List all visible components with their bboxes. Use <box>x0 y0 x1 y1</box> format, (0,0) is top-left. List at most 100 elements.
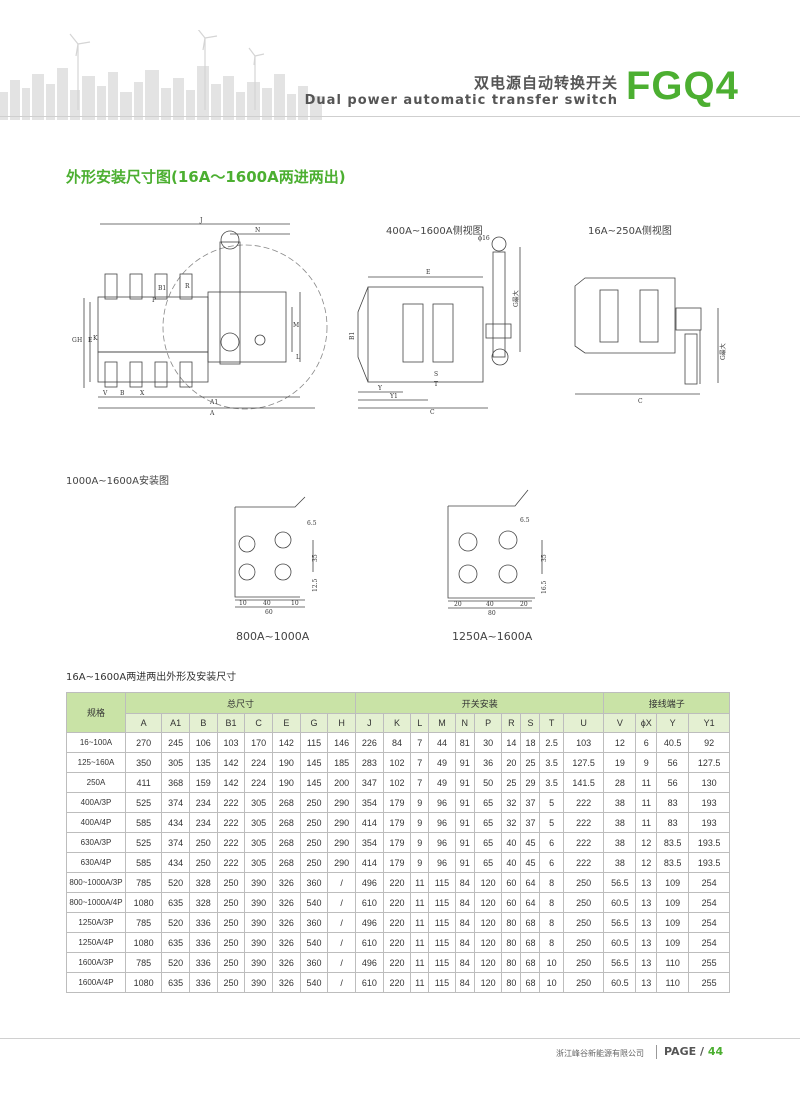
table-column-header: M <box>428 713 456 733</box>
table-cell: 115 <box>428 892 456 913</box>
table-column-header: R <box>501 713 522 733</box>
table-cell: 222 <box>562 832 605 853</box>
table-column-header: Y <box>656 713 690 733</box>
dim-b1-label: B1 <box>158 285 166 292</box>
mount2-pitch-label: 35 <box>541 554 548 562</box>
table-cell: 360 <box>299 912 329 933</box>
table-cell: 2.5 <box>539 732 564 753</box>
table-cell: 13 <box>635 912 658 933</box>
table-group-1: 开关安装 <box>355 692 605 714</box>
table-cell: 103 <box>216 732 246 753</box>
table-cell: 245 <box>161 732 190 753</box>
table-cell: 540 <box>299 932 329 953</box>
table-cell: 179 <box>382 792 412 813</box>
mount2-bottom-c: 20 <box>520 601 528 608</box>
row-spec-cell: 400A/3P <box>66 792 126 813</box>
table-cell: / <box>327 912 357 933</box>
footer-company: 浙江峰谷新能源有限公司 <box>556 1049 644 1058</box>
table-cell: 45 <box>520 852 541 873</box>
side-view-large-drawing: ϕ16 G最大 E B1 S T Y Y1 C <box>349 235 521 416</box>
table-column-header: A <box>124 713 163 733</box>
table-cell: 40 <box>501 852 522 873</box>
dim-r-label: R <box>185 283 190 290</box>
table-cell: 193.5 <box>688 852 730 873</box>
table-cell: 8 <box>539 872 564 893</box>
dim-k-label: K <box>93 335 98 342</box>
table-cell: 354 <box>355 832 384 853</box>
table-cell: 83.5 <box>656 852 690 873</box>
table-cell: 84 <box>454 972 475 993</box>
table-column-header: E <box>272 713 301 733</box>
table-cell: 36 <box>473 752 503 773</box>
table-cell: / <box>327 972 357 993</box>
table-cell: 250 <box>216 952 246 973</box>
mount-drawing-1250-1600a: 6.5 35 16.5 20 40 20 80 <box>447 489 548 617</box>
table-cell: 290 <box>327 792 357 813</box>
table-cell: 115 <box>428 872 456 893</box>
front-view-drawing: J N R B1 P M L H G E K V B X A1 A <box>72 217 328 417</box>
mount-title: 1000A~1600A安装图 <box>66 476 169 487</box>
table-cell: 110 <box>656 952 690 973</box>
row-spec-cell: 125~160A <box>66 752 126 773</box>
table-cell: 411 <box>124 772 163 793</box>
table-cell: 220 <box>382 952 412 973</box>
table-cell: 222 <box>216 812 246 833</box>
table-cell: 268 <box>272 792 301 813</box>
table-cell: 25 <box>501 772 522 793</box>
table-cell: 80 <box>501 972 522 993</box>
table-cell: 109 <box>656 932 690 953</box>
table-cell: 585 <box>124 812 163 833</box>
table-cell: 635 <box>161 892 190 913</box>
row-spec-cell: 630A/3P <box>66 832 126 853</box>
table-cell: 65 <box>473 832 503 853</box>
table-cell: 220 <box>382 972 412 993</box>
table-cell: 14 <box>501 732 522 753</box>
table-cell: 11 <box>410 912 430 933</box>
table-cell: 103 <box>562 732 605 753</box>
table-cell: 179 <box>382 852 412 873</box>
table-cell: 226 <box>355 732 384 753</box>
table-cell: 540 <box>299 972 329 993</box>
table-cell: 96 <box>428 812 456 833</box>
table-cell: 120 <box>473 932 503 953</box>
table-cell: 96 <box>428 832 456 853</box>
table-cell: 38 <box>603 792 637 813</box>
table-cell: 56.5 <box>603 952 637 973</box>
table-cell: 305 <box>161 752 190 773</box>
table-cell: 145 <box>299 772 329 793</box>
row-spec-cell: 1250A/4P <box>66 932 126 953</box>
table-cell: 290 <box>327 812 357 833</box>
row-spec-cell: 400A/4P <box>66 812 126 833</box>
table-cell: 9 <box>635 752 658 773</box>
table-cell: 56.5 <box>603 912 637 933</box>
table-cell: 520 <box>161 952 190 973</box>
city-skyline-graphic <box>0 30 322 120</box>
mount1-pitch-label: 35 <box>312 554 319 562</box>
table-cell: 28 <box>603 772 637 793</box>
table-cell: 350 <box>124 752 163 773</box>
mount1-total: 60 <box>265 609 273 616</box>
table-cell: 10 <box>539 972 564 993</box>
table-group-header-row: 规格 总尺寸开关安装接线端子 <box>66 692 730 733</box>
table-cell: 326 <box>272 912 301 933</box>
table-cell: 434 <box>161 812 190 833</box>
table-cell: 360 <box>299 872 329 893</box>
table-column-header: C <box>244 713 273 733</box>
dim-e-side-label: E <box>426 269 430 276</box>
row-spec-cell: 800~1000A/3P <box>66 872 126 893</box>
table-cell: 135 <box>188 752 218 773</box>
row-spec-cell: 1250A/3P <box>66 912 126 933</box>
table-cell: 120 <box>473 872 503 893</box>
mount2-bottom-b: 40 <box>486 601 494 608</box>
table-cell: 496 <box>355 952 384 973</box>
table-cell: 390 <box>244 892 273 913</box>
table-cell: 336 <box>188 932 218 953</box>
table-cell: 130 <box>688 772 730 793</box>
table-cell: 146 <box>327 732 357 753</box>
table-cell: 250 <box>216 932 246 953</box>
table-cell: 80 <box>501 932 522 953</box>
table-cell: 305 <box>244 852 273 873</box>
